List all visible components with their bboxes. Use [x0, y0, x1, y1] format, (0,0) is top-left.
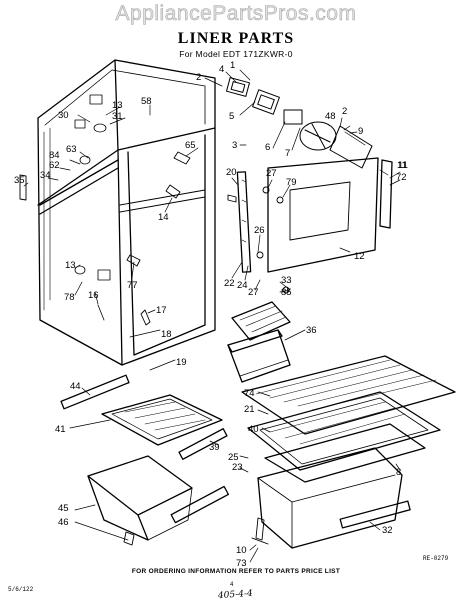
callout-label: 2	[196, 72, 201, 83]
evaporator-cover	[267, 157, 393, 273]
light-housing	[226, 77, 280, 115]
callout-label: 30	[58, 110, 69, 121]
drawing-code: RE-0279	[423, 555, 449, 562]
callout-label: 12	[354, 251, 365, 262]
leader-lines	[23, 69, 401, 563]
callout-label: 13	[112, 100, 123, 111]
callout-label: 44	[70, 381, 81, 392]
callout-label: 85	[281, 287, 292, 298]
callout-label: 18	[161, 329, 172, 340]
callout-label: 35	[14, 175, 25, 186]
ice-bin	[227, 329, 291, 383]
callout-label: 78	[64, 292, 75, 303]
callout-label: 77	[127, 280, 138, 291]
callout-label: 16	[88, 290, 99, 301]
cabinet-liner	[37, 59, 216, 366]
callout-label: 62	[49, 160, 60, 171]
callout-label: 9	[358, 126, 363, 137]
ordering-note: FOR ORDERING INFORMATION REFER TO PARTS …	[131, 568, 341, 575]
hardware	[19, 151, 290, 326]
callout-label: 14	[158, 212, 169, 223]
callout-label: 17	[156, 305, 167, 316]
callout-label: 4	[219, 64, 224, 75]
callout-label: 46	[58, 517, 69, 528]
callout-label: 21	[244, 404, 255, 415]
callout-label: 74	[244, 388, 255, 399]
callout-label: 25	[228, 452, 239, 463]
callout-label: 8	[396, 467, 401, 478]
callout-label: 73	[236, 558, 247, 569]
freezer-rail	[60, 374, 228, 460]
callout-labels: 2 4 1 58 13 30 31 5 3 6 7 11 48 2 9 65 6…	[14, 60, 408, 569]
callout-label: 10	[236, 545, 247, 556]
leveling-leg	[123, 517, 269, 546]
callout-label: 24	[237, 280, 248, 291]
callout-label: 39	[209, 442, 220, 453]
callout-label: 84	[49, 150, 60, 161]
form-code: 5/6/122	[8, 586, 34, 593]
callout-label: 22	[224, 278, 235, 289]
callout-label: 79	[286, 177, 297, 188]
callout-label: 19	[176, 357, 187, 368]
callout-label: 23	[232, 462, 243, 473]
callout-label: 33	[281, 275, 292, 286]
callout-label: 1	[230, 60, 235, 71]
callout-label: 2	[342, 106, 347, 117]
page-number: 4	[230, 582, 234, 588]
crisper-cover	[264, 423, 426, 483]
callout-label: 13	[65, 260, 76, 271]
callout-label: 40	[248, 424, 259, 435]
callout-label: 11	[397, 160, 407, 171]
callout-label: 27	[248, 287, 259, 298]
diagram-title: LINER PARTS	[177, 30, 295, 47]
callout-label: 63	[66, 144, 77, 155]
callout-label: 5	[229, 111, 234, 122]
wire-shelf	[241, 355, 456, 435]
fan-assembly	[283, 109, 373, 169]
callout-label: 11	[398, 160, 408, 171]
callout-label: 32	[382, 525, 393, 536]
callout-label: 6	[265, 142, 270, 153]
callout-label: 48	[325, 111, 336, 122]
model-subtitle: For Model EDT 171ZKWR-0	[179, 49, 293, 59]
callout-label: 72	[396, 172, 407, 183]
shelf-rails	[236, 171, 252, 273]
glass-shelf-frame	[247, 391, 441, 471]
callout-label: 34	[40, 170, 51, 181]
callout-label: 7	[285, 148, 290, 159]
drawer-rail	[339, 500, 411, 529]
callout-label: 26	[254, 225, 265, 236]
callout-label: 45	[58, 503, 69, 514]
callout-label: 31	[112, 111, 123, 122]
crisper-drawer	[257, 447, 403, 549]
callout-label: 20	[226, 167, 237, 178]
callout-label: 3	[232, 140, 237, 151]
freezer-tray	[101, 394, 223, 446]
freezer-bin	[87, 455, 193, 541]
callout-label: 27	[266, 168, 277, 179]
callout-label: 65	[185, 140, 196, 151]
callout-label: 41	[55, 424, 66, 435]
ice-tray	[231, 301, 291, 341]
bin-rail	[170, 485, 230, 524]
callout-label: 58	[141, 96, 152, 107]
callout-label: 36	[306, 325, 317, 336]
watermark: AppliancePartsPros.com	[115, 2, 357, 26]
